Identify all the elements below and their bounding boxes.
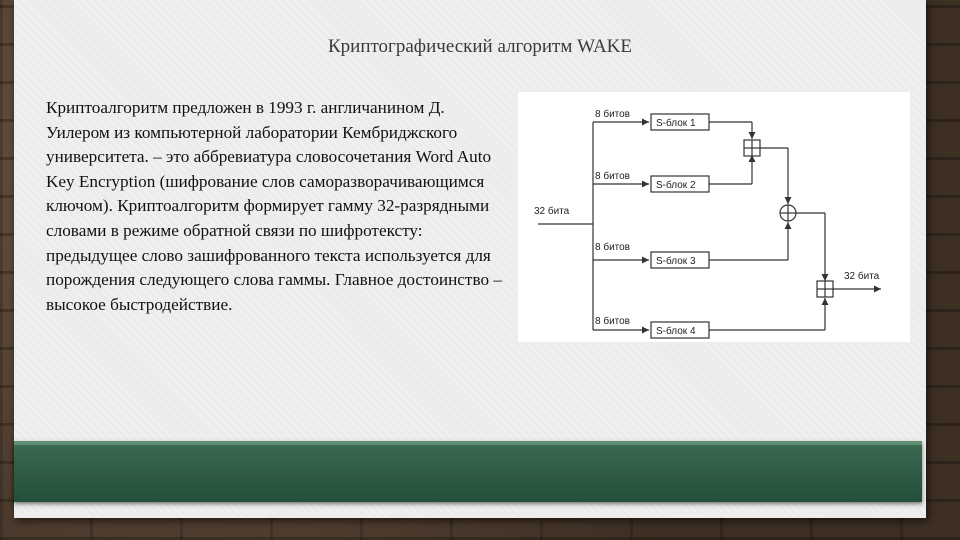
wake-diagram: 32 бита 32 бита 8 битов 8 битов 8 битов …	[518, 92, 910, 342]
output-label: 32 бита	[844, 270, 880, 282]
input-label: 32 бита	[534, 205, 570, 217]
sblock-3-label: S-блок 3	[656, 255, 696, 267]
sblock-4-label: S-блок 4	[656, 325, 696, 337]
footer-band	[14, 441, 922, 502]
branch-label-3: 8 битов	[595, 241, 630, 253]
slide-title: Криптографический алгоритм WAKE	[328, 36, 632, 57]
branch-label-2: 8 битов	[595, 170, 630, 182]
branch-label-4: 8 битов	[595, 315, 630, 327]
slide-body-text: Криптоалгоритм предложен в 1993 г. англи…	[46, 98, 502, 314]
branch-label-1: 8 битов	[595, 108, 630, 120]
wake-diagram-svg: 32 бита 32 бита 8 битов 8 битов 8 битов …	[534, 108, 881, 339]
sblock-2	[650, 175, 710, 193]
sblock-4	[650, 321, 710, 339]
sblock-3	[650, 251, 710, 269]
sblock-1-label: S-блок 1	[656, 117, 696, 129]
sblock-1	[650, 113, 710, 131]
sblock-2-label: S-блок 2	[656, 179, 696, 191]
